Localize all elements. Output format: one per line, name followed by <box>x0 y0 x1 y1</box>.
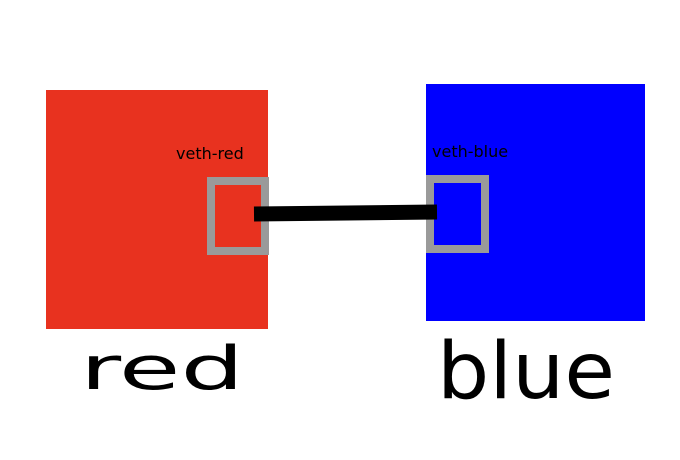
blue-namespace-label: blue <box>437 327 615 417</box>
veth-blue-label: veth-blue <box>432 142 508 161</box>
veth-link-cable <box>253 204 438 222</box>
veth-red-label: veth-red <box>176 144 244 163</box>
veth-blue-interface <box>426 175 489 253</box>
red-namespace-label: red <box>80 334 244 404</box>
